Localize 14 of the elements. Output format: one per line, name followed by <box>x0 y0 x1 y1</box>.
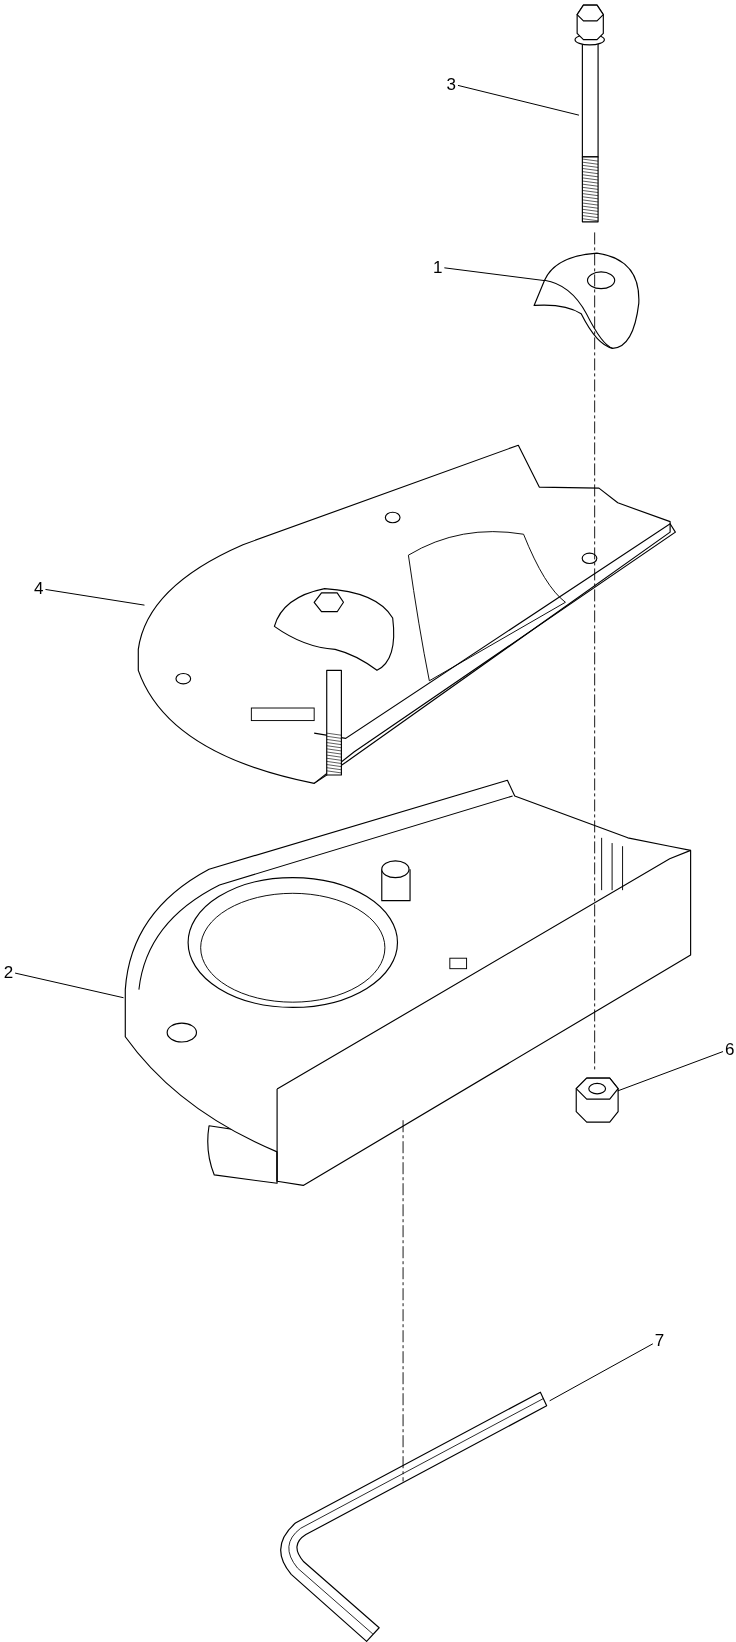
leader-line <box>14 972 125 999</box>
leader-line <box>44 588 145 606</box>
callout-number: 7 <box>654 1331 665 1349</box>
callout-number: 6 <box>724 1040 735 1058</box>
callout-number: 3 <box>446 75 456 93</box>
callout-number: 2 <box>3 963 14 981</box>
bolt-drawing <box>573 2 608 225</box>
knob-drawing <box>531 251 643 352</box>
leader-line <box>617 1051 724 1092</box>
callout-number: 1 <box>432 258 443 276</box>
leader-line <box>443 267 545 282</box>
callout-number: 4 <box>34 579 44 597</box>
leader-line <box>549 1343 654 1402</box>
leader-line <box>457 84 580 116</box>
